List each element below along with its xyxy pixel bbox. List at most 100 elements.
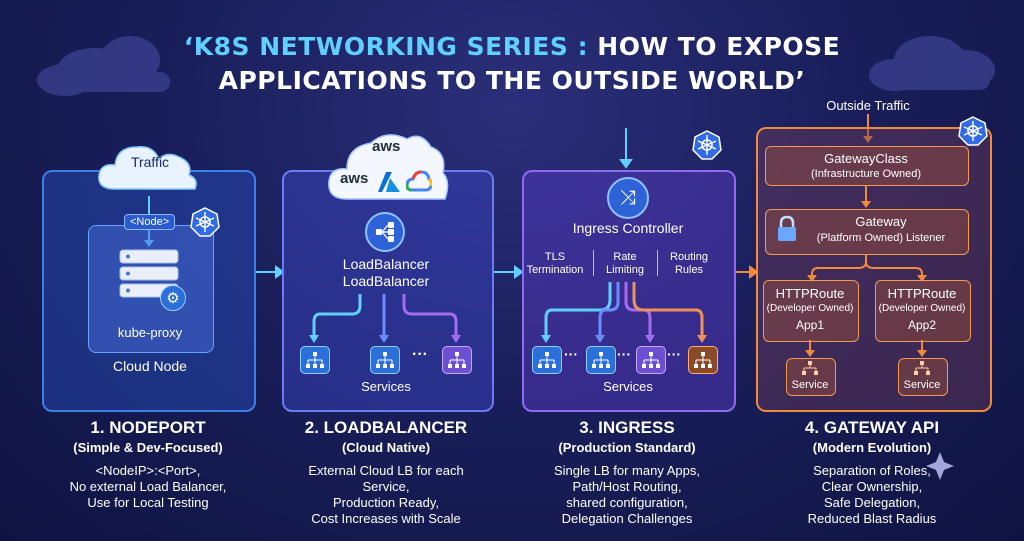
kubernetes-icon: [190, 207, 220, 237]
httproute-owner: (Developer Owned): [766, 303, 854, 314]
gateway-split-arrows: [807, 254, 927, 282]
gateway-sub: (Platform Owned) Listener: [816, 232, 946, 244]
gateway-heading: 4. GATEWAY API: [804, 418, 940, 437]
page-title: ‘K8S NETWORKING SERIES : HOW TO EXPOSE A…: [0, 30, 1024, 98]
feature-rate: Rate Limiting: [594, 251, 656, 277]
azure-icon: [378, 172, 400, 192]
traffic-cloud-icon: [98, 146, 197, 190]
cloud-decor-right: [869, 36, 995, 91]
divider: [593, 250, 594, 276]
ingress-entry-arrow: [619, 128, 633, 169]
ellipsis: ···: [667, 346, 681, 362]
desc-line: shared configuration,: [566, 495, 688, 510]
flow-arrow: [805, 340, 815, 357]
lb-subheading: (Cloud Native): [341, 440, 431, 455]
cloud-decor-left: [37, 36, 170, 96]
feature-line: Routing: [670, 251, 708, 263]
lb-label-1: LoadBalancer: [342, 256, 430, 272]
feature-line: Termination: [526, 264, 584, 276]
feature-line: Rate: [613, 251, 637, 263]
service-label: Service: [903, 379, 941, 391]
node-pill: <Node>: [124, 214, 176, 230]
desc-line: <NodeIP>:<Port>,: [95, 463, 201, 478]
gateway-box: [765, 209, 969, 255]
services-label: Services: [361, 379, 411, 394]
title-line-1: ‘K8S NETWORKING SERIES : HOW TO EXPOSE: [0, 30, 1024, 64]
lb-label-2: LoadBalancer: [342, 273, 430, 289]
httproute-box-1: [763, 280, 859, 342]
desc-line: Safe Delegation,: [823, 495, 921, 510]
aws-logo-left: aws: [340, 170, 369, 187]
desc-line: Production Ready,: [333, 495, 439, 510]
lb-description: External Cloud LB for each Service, Prod…: [262, 463, 510, 527]
ingress-heading: 3. INGRESS: [579, 418, 675, 437]
shuffle-icon: ⤨: [607, 177, 649, 219]
kubernetes-icon: [692, 130, 722, 160]
httproute-app: App2: [907, 318, 937, 332]
desc-line: Delegation Challenges: [561, 511, 693, 526]
desc-line: External Cloud LB for each: [308, 463, 464, 478]
desc-line: Path/Host Routing,: [572, 479, 682, 494]
network-icon: [365, 212, 405, 252]
desc-line: Single LB for many Apps,: [554, 463, 700, 478]
service-sitemap-icon: [300, 346, 330, 374]
desc-line: Separation of Roles,: [813, 463, 931, 478]
title-line-2: APPLICATIONS TO THE OUTSIDE WORLD’: [218, 66, 806, 95]
outside-traffic-arrow: [863, 114, 873, 143]
service-sitemap-icon: [370, 346, 400, 374]
ingress-subheading: (Production Standard): [558, 440, 696, 455]
traffic-label: Traffic: [130, 154, 170, 170]
lb-routing-arrows: [309, 294, 461, 343]
gateway-panel: [756, 127, 992, 412]
httproute-app: App1: [795, 318, 825, 332]
ellipsis: ···: [564, 346, 578, 362]
nodeport-heading: 1. NODEPORT: [90, 418, 206, 437]
title-prefix: ‘K8S NETWORKING SERIES :: [183, 32, 589, 61]
httproute-title: HTTPRoute: [887, 286, 957, 301]
services-label: Services: [603, 379, 653, 394]
service-sitemap-icon: [442, 346, 472, 374]
divider: [657, 250, 658, 276]
ellipsis: ···: [617, 346, 631, 362]
gear-icon: ⚙: [160, 285, 186, 311]
feature-line: Rules: [674, 264, 704, 276]
flow-arrow: [917, 340, 927, 357]
aws-logo-top: aws: [372, 138, 401, 155]
feature-line: TLS: [544, 251, 566, 263]
httproute-title: HTTPRoute: [775, 286, 845, 301]
flow-arrow: [861, 185, 871, 208]
ellipsis: ···: [412, 346, 428, 363]
service-label: Service: [791, 379, 829, 391]
feature-tls: TLS Termination: [522, 251, 588, 277]
httproute-owner: (Developer Owned): [878, 303, 966, 314]
gatewayclass-sub: (Infrastructure Owned): [810, 168, 922, 180]
title-suffix: HOW TO EXPOSE: [588, 32, 841, 61]
feature-routing: Routing Rules: [658, 251, 720, 277]
nodeport-subheading: (Simple & Dev-Focused): [73, 440, 223, 455]
desc-line: Reduced Blast Radius: [807, 511, 937, 526]
ingress-routing-arrows: [541, 282, 707, 343]
service-sitemap-icon: [586, 346, 616, 374]
feature-line: Limiting: [606, 264, 644, 276]
kubernetes-icon: [958, 116, 988, 146]
outside-traffic-label: Outside Traffic: [826, 98, 910, 113]
lock-icon: [776, 215, 798, 243]
sitemap-icon: [802, 361, 818, 380]
kube-proxy-label: kube-proxy: [117, 325, 183, 340]
nodeport-description: <NodeIP>:<Port>, No external Load Balanc…: [22, 463, 274, 511]
desc-line: Clear Ownership,: [821, 479, 923, 494]
gatewayclass-title: GatewayClass: [824, 151, 908, 166]
desc-line: No external Load Balancer,: [69, 479, 227, 494]
sparkle-icon: [926, 452, 954, 480]
httproute-box-2: [875, 280, 971, 342]
gcp-icon: [406, 170, 432, 192]
lb-heading: 2. LOADBALANCER: [304, 418, 468, 437]
ingress-controller-label: Ingress Controller: [572, 220, 684, 236]
arrow-to-gateway: [736, 265, 759, 279]
desc-line: Service,: [362, 479, 410, 494]
desc-line: Use for Local Testing: [87, 495, 209, 510]
ingress-description: Single LB for many Apps, Path/Host Routi…: [502, 463, 752, 527]
panel-arrows: [255, 265, 524, 279]
gateway-title: Gateway: [855, 214, 907, 229]
